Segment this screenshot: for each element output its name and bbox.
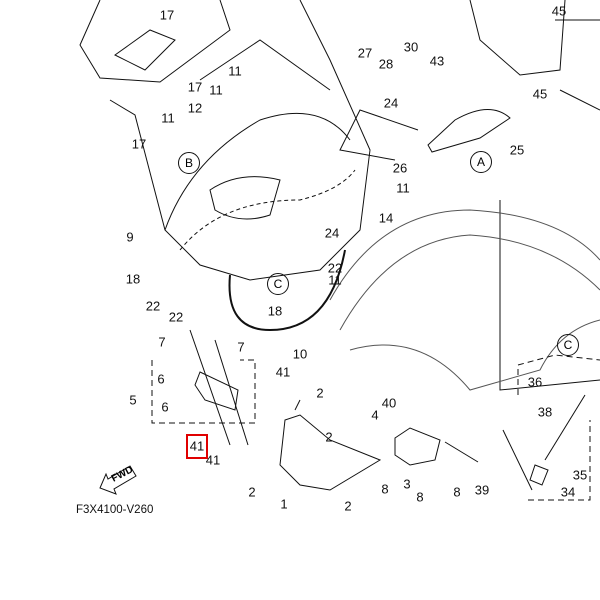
- part-label[interactable]: 35: [572, 467, 588, 483]
- part-label[interactable]: 11: [228, 63, 242, 79]
- part-label[interactable]: 17: [159, 7, 175, 23]
- part-label[interactable]: 9: [126, 229, 134, 245]
- part-label[interactable]: 7: [237, 339, 245, 355]
- part-label[interactable]: 8: [381, 481, 389, 497]
- part-label[interactable]: 12: [187, 100, 203, 116]
- c-box: [517, 354, 600, 501]
- bracket-5: [194, 371, 239, 411]
- part-label[interactable]: 24: [383, 95, 399, 111]
- part-label[interactable]: 28: [378, 56, 394, 72]
- cover-1: [279, 414, 382, 491]
- part-label[interactable]: 34: [560, 484, 576, 500]
- part-label[interactable]: 4: [371, 407, 379, 423]
- part-label[interactable]: 22: [168, 309, 184, 325]
- part-label[interactable]: 38: [537, 404, 553, 420]
- part-label[interactable]: 27: [357, 45, 373, 61]
- part-label[interactable]: 41: [275, 364, 291, 380]
- part-label[interactable]: 8: [416, 489, 424, 505]
- part-label[interactable]: 39: [474, 482, 490, 498]
- part-label[interactable]: 43: [429, 53, 445, 69]
- part-label[interactable]: 17: [187, 79, 203, 95]
- part-label-highlighted[interactable]: 41: [189, 438, 205, 454]
- part-label[interactable]: 11: [161, 110, 175, 126]
- part-label[interactable]: 45: [532, 86, 548, 102]
- part-25: [427, 109, 511, 153]
- part-label[interactable]: 6: [161, 399, 169, 415]
- right-panel: [469, 0, 566, 76]
- callout-c: C: [267, 273, 289, 295]
- part-label[interactable]: 11: [396, 180, 410, 196]
- part-label[interactable]: 36: [527, 374, 543, 390]
- part-label[interactable]: 2: [344, 498, 352, 514]
- callout-c: C: [557, 334, 579, 356]
- part-label[interactable]: 7: [158, 334, 166, 350]
- part-label[interactable]: 17: [131, 136, 147, 152]
- diagram-code: F3X4100-V260: [76, 504, 154, 516]
- part-label[interactable]: 2: [316, 385, 324, 401]
- seat-panel: [79, 0, 231, 83]
- part-label[interactable]: 40: [381, 395, 397, 411]
- part-label[interactable]: 25: [509, 142, 525, 158]
- highlight-box: [186, 434, 208, 459]
- part-label[interactable]: 10: [292, 346, 308, 362]
- part-label[interactable]: 8: [453, 484, 461, 500]
- part-label[interactable]: 18: [267, 303, 283, 319]
- part-label[interactable]: 22: [327, 260, 343, 276]
- part-label[interactable]: 45: [551, 3, 567, 19]
- part-label[interactable]: 26: [392, 160, 408, 176]
- part-label[interactable]: 2: [248, 484, 256, 500]
- part-label[interactable]: 2: [325, 429, 333, 445]
- part-label[interactable]: 5: [129, 392, 137, 408]
- part-label[interactable]: 11: [209, 82, 223, 98]
- part-label[interactable]: 18: [125, 271, 141, 287]
- part-label[interactable]: 6: [157, 371, 165, 387]
- part-label[interactable]: 3: [403, 476, 411, 492]
- part-label[interactable]: 22: [145, 298, 161, 314]
- footrest-3: [394, 427, 441, 466]
- callout-b: B: [178, 152, 200, 174]
- part-label[interactable]: 24: [324, 225, 340, 241]
- part-label[interactable]: 14: [378, 210, 394, 226]
- callout-a: A: [470, 151, 492, 173]
- part-label[interactable]: 11: [328, 272, 342, 288]
- part-label[interactable]: 41: [205, 452, 221, 468]
- fwd-arrow-icon: [99, 465, 137, 495]
- part-label[interactable]: 1: [280, 496, 288, 512]
- bracket-box: [151, 359, 256, 424]
- part-label[interactable]: 30: [403, 39, 419, 55]
- hose-loop: [228, 249, 346, 332]
